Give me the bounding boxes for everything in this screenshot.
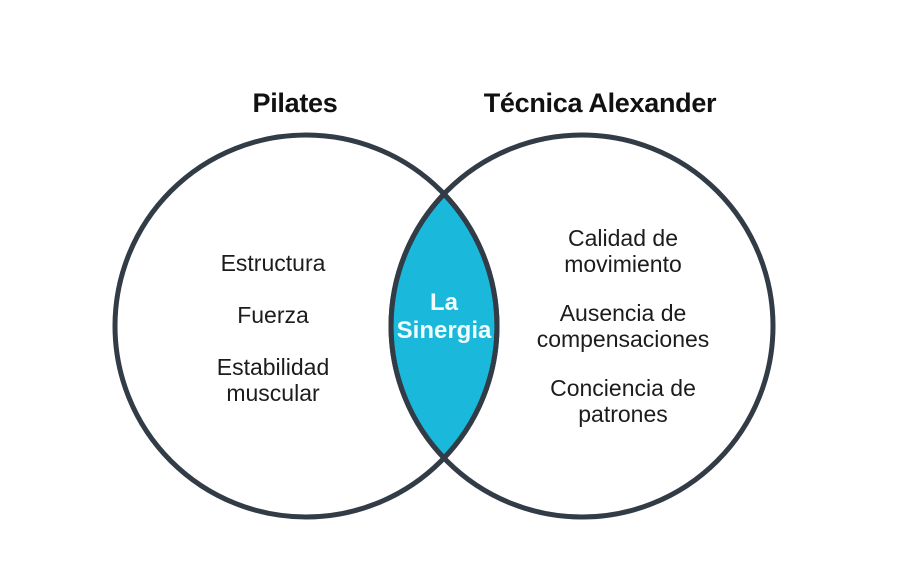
- list-item: Estabilidad muscular: [216, 354, 330, 406]
- left-circle-outline: [112, 132, 500, 520]
- list-item: Estructura: [220, 250, 326, 276]
- list-item: Ausencia de compensaciones: [536, 300, 710, 352]
- right-circle-items: Calidad de movimiento Ausencia de compen…: [528, 225, 718, 427]
- list-item: Fuerza: [237, 302, 309, 328]
- left-circle-title: Pilates: [252, 88, 338, 118]
- list-item: Calidad de movimiento: [564, 225, 682, 277]
- right-circle-title: Técnica Alexander: [483, 88, 717, 118]
- list-item: Conciencia de patrones: [550, 375, 696, 427]
- overlap-label: La Sinergia: [396, 289, 492, 344]
- left-circle-items: Estructura Fuerza Estabilidad muscular: [193, 250, 353, 406]
- right-circle-outline: [388, 132, 776, 520]
